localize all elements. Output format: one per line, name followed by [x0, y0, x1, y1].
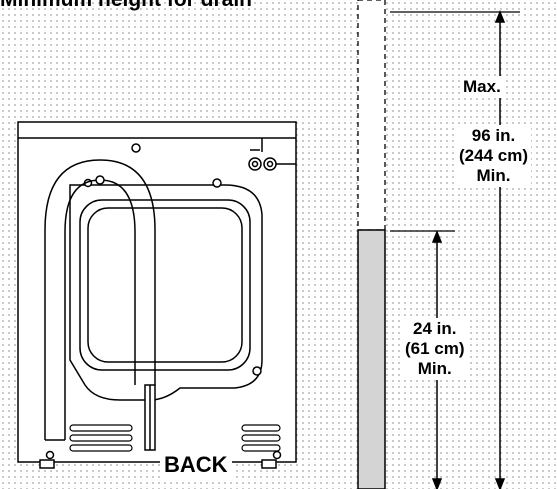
max-height-cm: (244 cm)	[459, 146, 528, 165]
min-height-label: 24 in. (61 cm) Min.	[402, 318, 468, 380]
min-height-min: Min.	[417, 359, 452, 378]
min-height-in: 24 in.	[413, 319, 457, 338]
vent-louvers-right	[241, 424, 281, 452]
max-height-min: Min.	[476, 166, 511, 185]
min-height-cm: (61 cm)	[405, 339, 465, 358]
water-inlet-valves	[248, 138, 296, 171]
standpipe-max-outline	[357, 0, 386, 231]
vent-louvers-left	[69, 424, 133, 452]
diagram-title: Minimum height for drain	[0, 0, 385, 12]
washer-inner-panel	[69, 184, 263, 401]
washer-screws	[45, 143, 282, 460]
standpipe-min-section	[357, 229, 386, 489]
reference-lines	[390, 11, 520, 232]
max-label: Max.	[460, 76, 504, 98]
max-height-label: 96 in. (244 cm) Min.	[456, 125, 531, 187]
back-label: BACK	[160, 452, 232, 478]
drain-hose	[44, 159, 156, 451]
max-height-in: 96 in.	[471, 126, 516, 145]
